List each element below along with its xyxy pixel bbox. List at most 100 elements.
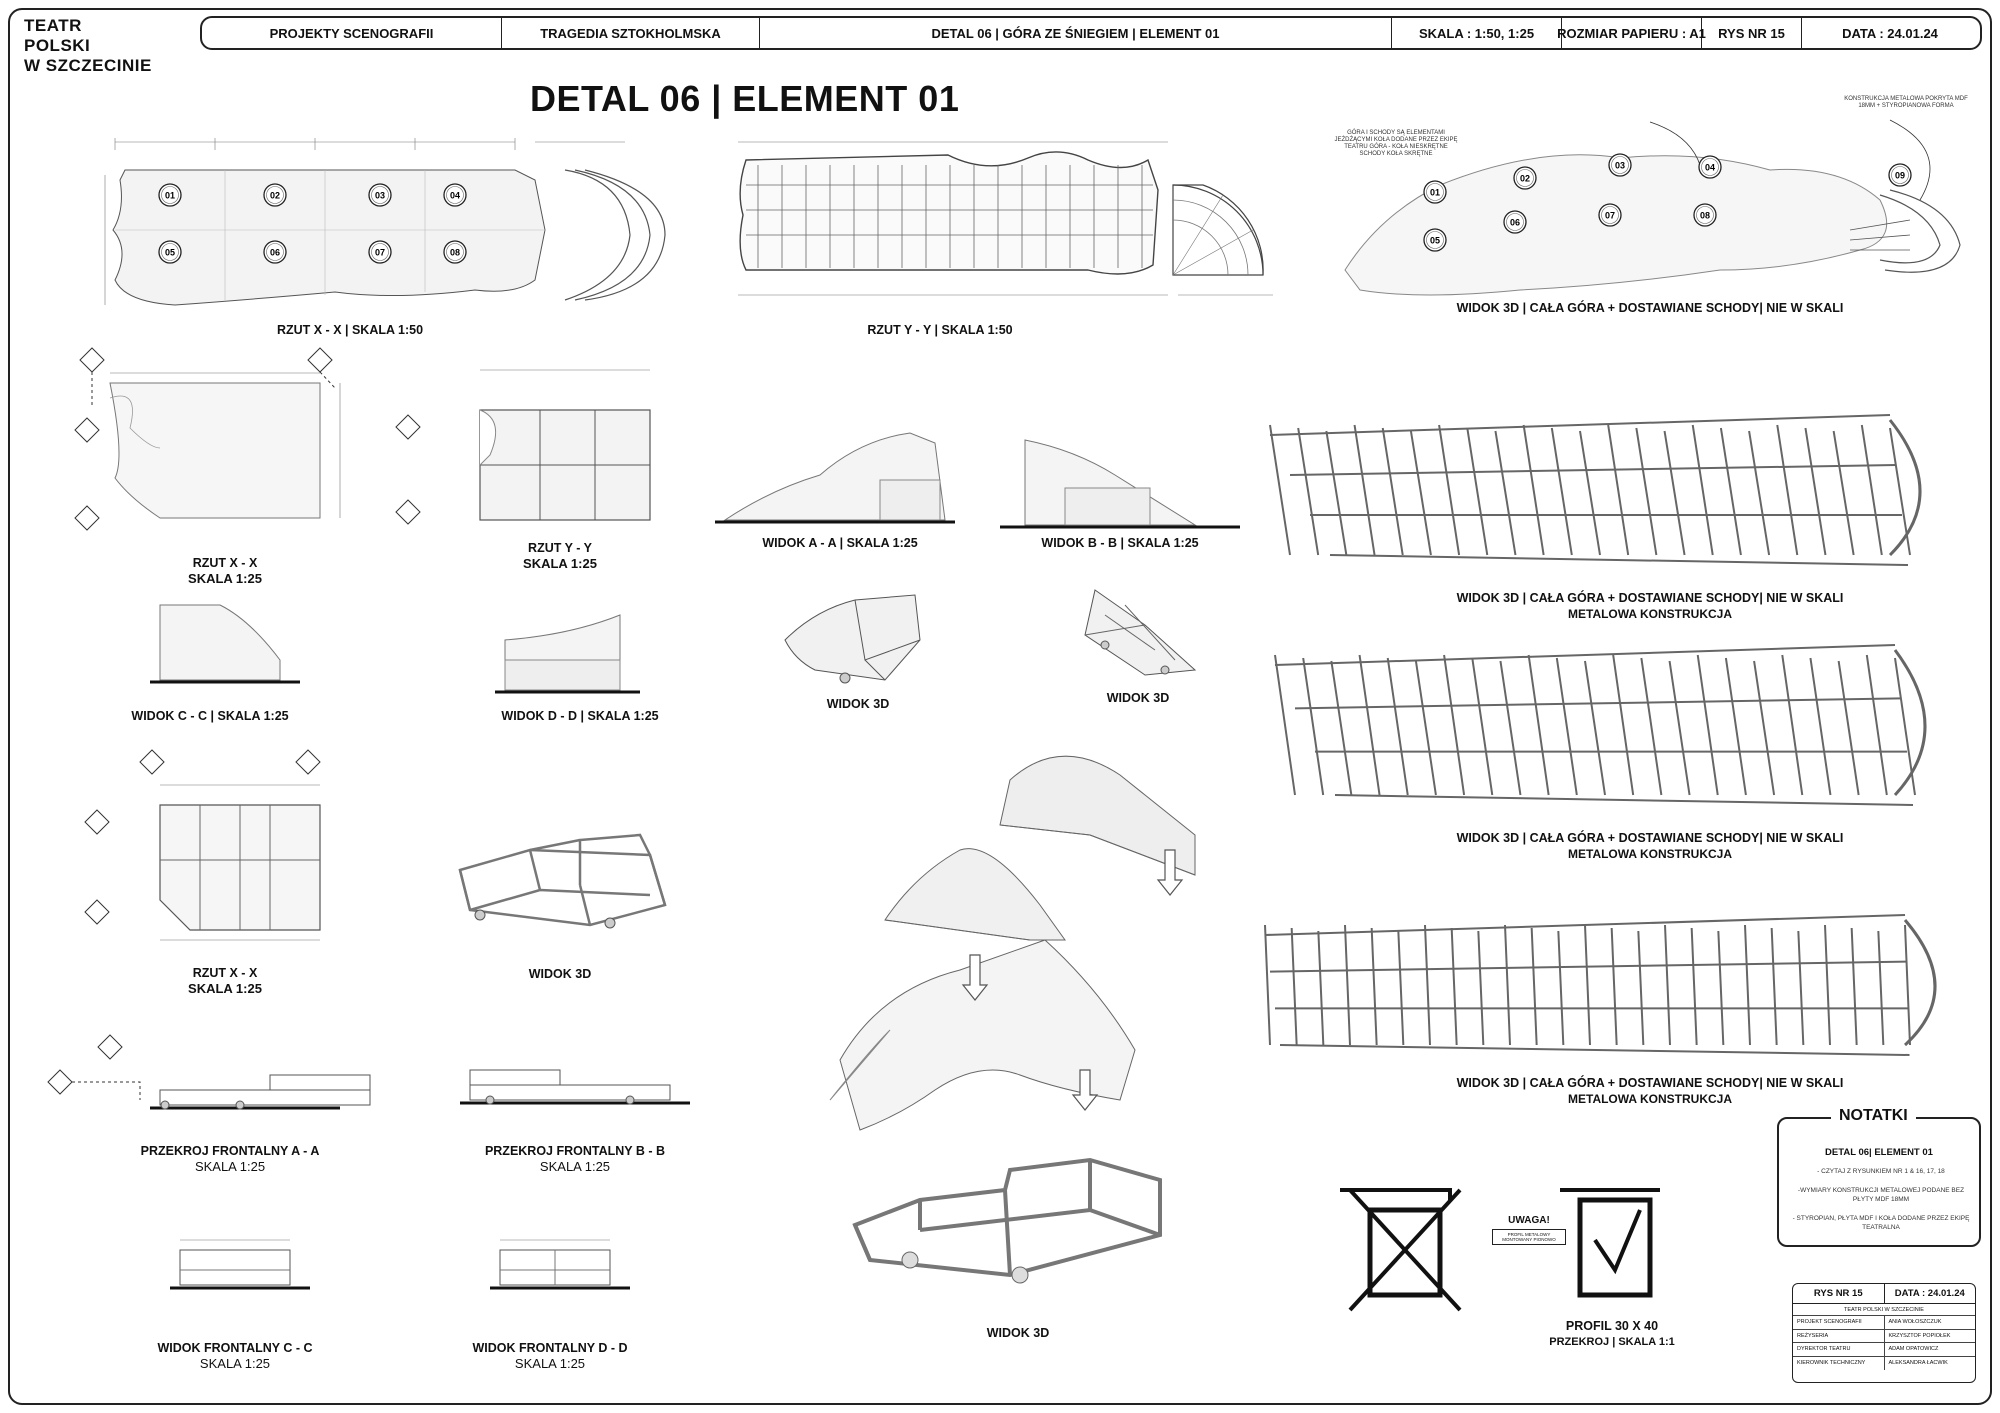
org-line: W SZCZECINIE (24, 56, 152, 75)
title-cell: DATA : 24.01.24 (1842, 25, 1938, 41)
metal-frame-3d-a (1269, 414, 1922, 566)
frame-member (1358, 654, 1381, 796)
frame-member (1860, 424, 1883, 556)
plan-yy-150-drawing (738, 141, 1273, 296)
frame-member (1330, 660, 1353, 796)
caption-sub: METALOWA KONSTRUKCJA (1568, 1092, 1732, 1106)
caption-widok-aa: WIDOK A - A | SKALA 1:25 (762, 536, 918, 550)
note-line: - STYROPIAN, PŁYTA MDF I KOŁA DODANE PRZ… (1792, 1215, 1970, 1231)
frame-member (1290, 927, 1298, 1046)
org-line: POLSKI (24, 36, 91, 55)
element-number-ring (1426, 231, 1444, 249)
caption-line: PRZEKROJ FRONTALNY B - B (484, 1144, 666, 1158)
element-number-circle (1423, 180, 1447, 204)
view-cc-drawing (150, 604, 300, 684)
element-number: 02 (1520, 174, 1530, 184)
frame-member (1381, 427, 1404, 556)
element-number: 05 (165, 248, 175, 258)
uwaga-title: UWAGA! (1508, 1215, 1550, 1226)
element-number-ring (1696, 206, 1714, 224)
small-3d-view-1 (784, 594, 921, 684)
caption-small-3d-1: WIDOK 3D (826, 697, 890, 711)
element-number: 03 (375, 191, 385, 201)
element-number-circle (1503, 210, 1527, 234)
element-number-circle (1888, 163, 1912, 187)
element-number-ring (1701, 158, 1719, 176)
frame-member (1530, 927, 1538, 1046)
stamp-person: ALEKSANDRA ŁACWIK (1888, 1360, 1948, 1367)
frame-member (1690, 927, 1698, 1046)
element-number: 03 (1615, 161, 1625, 171)
frame-member (1719, 427, 1742, 556)
frame-member (1471, 657, 1494, 796)
frame-member (1691, 424, 1714, 556)
element-number-circle (158, 240, 182, 264)
element-number-ring (1611, 156, 1629, 174)
metal-frame-3d-c (1264, 914, 1937, 1056)
title-cell: PROJEKTY SCENOGRAFII (202, 18, 502, 48)
frame-member (1584, 924, 1591, 1046)
title-stamp: RYS NR 15 DATA : 24.01.24 TEATR POLSKI W… (1792, 1283, 1976, 1383)
note-line: -WYMIARY KONSTRUKCJI METALOWEJ PODANE BE… (1797, 1187, 1965, 1203)
frame-member (1409, 430, 1432, 556)
frame-member (1466, 427, 1489, 556)
frame-member (1499, 660, 1522, 796)
frame-member (1809, 657, 1832, 796)
note-line: - CZYTAJ Z RYSUNKIEM NR 1 & 16, 17, 18 (1817, 1168, 1945, 1175)
element-number: 08 (450, 248, 460, 258)
element-number-circle (443, 183, 467, 207)
frame-member (1824, 924, 1831, 1046)
stamp-date: DATA : 24.01.24 (1894, 1288, 1965, 1299)
uwaga-note: UWAGA! PROFIL METALOWY MONTOWANY PIONOWO (1492, 1215, 1566, 1255)
frame-member (1269, 424, 1291, 556)
element-number-circle (368, 240, 392, 264)
sheet-frame (8, 8, 1992, 1405)
title-cell: ROZMIAR PAPIERU : A1 (1557, 18, 1706, 48)
title-cell: TRAGEDIA SZTOKHOLMSKA (502, 18, 760, 48)
frame-member (1450, 927, 1458, 1046)
element-number: 01 (165, 191, 175, 201)
stamp-rys: RYS NR 15 (1793, 1284, 1885, 1303)
caption-3d-metal-b: WIDOK 3D | CAŁA GÓRA + DOSTAWIANE SCHODY… (1457, 830, 1844, 862)
frame-member (1302, 657, 1325, 796)
stamp-org: TEATR POLSKI W SZCZECINIE (1793, 1304, 1975, 1316)
view-bb-drawing (1000, 439, 1240, 529)
caption-sub: SKALA 1:25 (199, 1356, 271, 1371)
frame-member (1744, 924, 1751, 1046)
frame-member (1317, 930, 1325, 1046)
stamp-person: ADAM OPATOWICZ (1888, 1346, 1939, 1353)
caption-3d-gora: WIDOK 3D | CAŁA GÓRA + DOSTAWIANE SCHODY… (1456, 301, 1844, 315)
frame-member (1370, 927, 1378, 1046)
element-number-circle (1598, 203, 1622, 227)
element-number-circle (1698, 155, 1722, 179)
frame-member (1550, 427, 1573, 556)
frame-member (1804, 427, 1827, 556)
element-number: 07 (375, 248, 385, 258)
caption-line: WIDOK 3D | CAŁA GÓRA + DOSTAWIANE SCHODY… (1456, 831, 1844, 845)
caption-widok-bb: WIDOK B - B | SKALA 1:25 (1041, 536, 1199, 550)
element-number-circle (368, 183, 392, 207)
frame-member (1607, 424, 1630, 556)
frame-member (1477, 930, 1485, 1046)
frame-member (1274, 654, 1296, 796)
frame-member (1664, 924, 1671, 1046)
frame-member (1640, 657, 1663, 796)
element-number-ring (1426, 183, 1444, 201)
title-cell: DETAL 06 | GÓRA ZE ŚNIEGIEM | ELEMENT 01 (760, 18, 1392, 48)
element-number: 07 (1605, 211, 1615, 221)
element-number: 06 (270, 248, 280, 258)
element-number-ring (1516, 169, 1534, 187)
metal-frame-3d-b (1274, 644, 1927, 806)
element-number-circle (1608, 153, 1632, 177)
notes-title: NOTATKI (1831, 1107, 1916, 1125)
small-3d-view-2 (1084, 589, 1197, 676)
